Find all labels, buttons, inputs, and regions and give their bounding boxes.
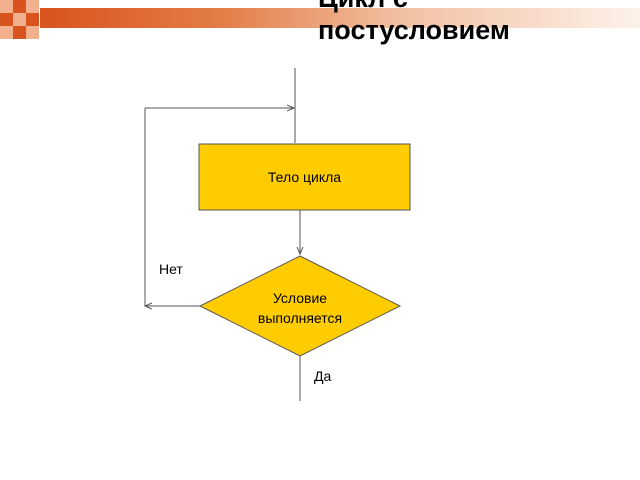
condition-label: Условие выполняется [257, 290, 343, 326]
decor-square [26, 13, 39, 26]
decor-square [13, 13, 26, 26]
decor-square [26, 0, 39, 13]
decor-square [26, 26, 39, 39]
condition-diamond [198, 255, 402, 357]
no-branch-label: Нет [159, 261, 183, 277]
yes-branch-label: Да [314, 368, 332, 384]
decor-square [13, 26, 26, 39]
loop-body-block [198, 143, 411, 211]
decor-square [0, 13, 13, 26]
loop-body-label: Тело цикла [267, 169, 342, 185]
slide-title: Цикл с постусловием [318, 0, 510, 45]
header-gradient-band [40, 8, 640, 28]
decor-square [0, 26, 13, 39]
decor-square [0, 0, 13, 13]
decor-square [13, 0, 26, 13]
